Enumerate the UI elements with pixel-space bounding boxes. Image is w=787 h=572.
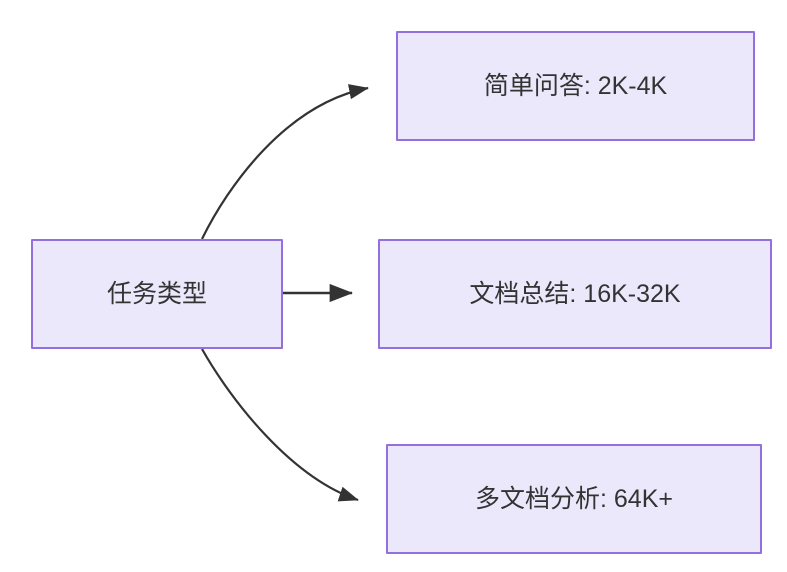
edge-to-simple-qa-path xyxy=(201,84,369,240)
edge-to-multi-doc-path xyxy=(201,348,359,502)
node-task-type[interactable]: 任务类型 xyxy=(31,239,283,349)
node-simple-qa[interactable]: 简单问答: 2K-4K xyxy=(396,31,755,141)
node-doc-summary[interactable]: 文档总结: 16K-32K xyxy=(378,239,772,349)
node-multi-doc-label: 多文档分析: 64K+ xyxy=(475,484,673,513)
node-simple-qa-label: 简单问答: 2K-4K xyxy=(483,71,668,100)
node-doc-summary-label: 文档总结: 16K-32K xyxy=(469,279,681,308)
node-task-type-label: 任务类型 xyxy=(106,279,207,308)
node-multi-doc[interactable]: 多文档分析: 64K+ xyxy=(386,444,762,554)
